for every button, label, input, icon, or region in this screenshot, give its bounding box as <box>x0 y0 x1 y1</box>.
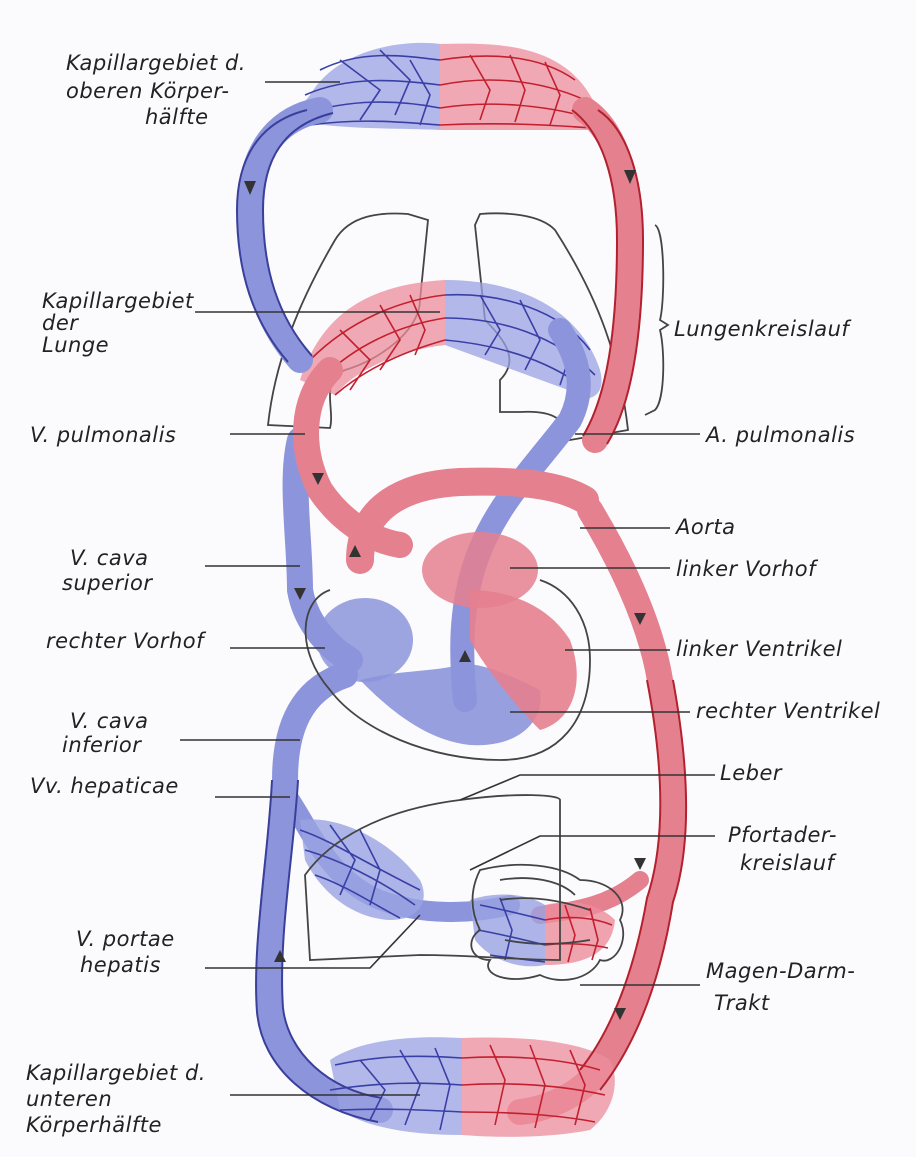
label-linker-vorhof: linker Vorhof <box>676 557 819 581</box>
label-v-cava-superior-2: superior <box>62 571 153 595</box>
label-a-pulmonalis: A. pulmonalis <box>704 423 855 447</box>
label-cap-upper-1: Kapillargebiet d. <box>66 51 246 75</box>
label-v-cava-inferior-1: V. cava <box>70 709 149 733</box>
label-cap-lung-2: der <box>42 311 79 335</box>
label-pfortader-2: kreislauf <box>740 851 838 875</box>
label-cap-lower-3: Körperhälfte <box>26 1113 162 1137</box>
label-magen-darm-2: Trakt <box>714 991 770 1015</box>
label-linker-ventrikel: linker Ventrikel <box>676 637 842 661</box>
label-v-cava-superior-1: V. cava <box>70 546 149 570</box>
label-cap-lower-1: Kapillargebiet d. <box>26 1061 206 1085</box>
label-v-portae-1: V. portae <box>76 927 175 951</box>
label-v-pulmonalis: V. pulmonalis <box>30 423 176 447</box>
label-cap-lung-1: Kapillargebiet <box>42 289 194 313</box>
left-labels: Kapillargebiet d. oberen Körper- hälfte … <box>26 51 246 1137</box>
label-rechter-vorhof: rechter Vorhof <box>46 629 207 653</box>
liver-capillary <box>300 819 424 920</box>
label-v-portae-2: hepatis <box>80 953 161 977</box>
label-cap-upper-3: hälfte <box>145 105 209 129</box>
label-pfortader-1: Pfortader- <box>728 823 837 847</box>
label-lungenkreislauf: Lungenkreislauf <box>674 317 852 341</box>
label-cap-lower-2: unteren <box>26 1087 112 1111</box>
upper-capillary-bed <box>290 43 598 130</box>
right-labels: Lungenkreislauf A. pulmonalis Aorta link… <box>674 317 880 1015</box>
label-cap-lung-3: Lunge <box>42 333 109 357</box>
label-leber: Leber <box>720 761 783 785</box>
label-cap-upper-2: oberen Körper- <box>66 79 229 103</box>
label-vv-hepaticae: Vv. hepaticae <box>30 774 179 798</box>
label-magen-darm-1: Magen-Darm- <box>706 959 855 983</box>
label-v-cava-inferior-2: inferior <box>62 733 142 757</box>
label-rechter-ventrikel: rechter Ventrikel <box>696 699 880 723</box>
label-aorta: Aorta <box>674 515 735 539</box>
